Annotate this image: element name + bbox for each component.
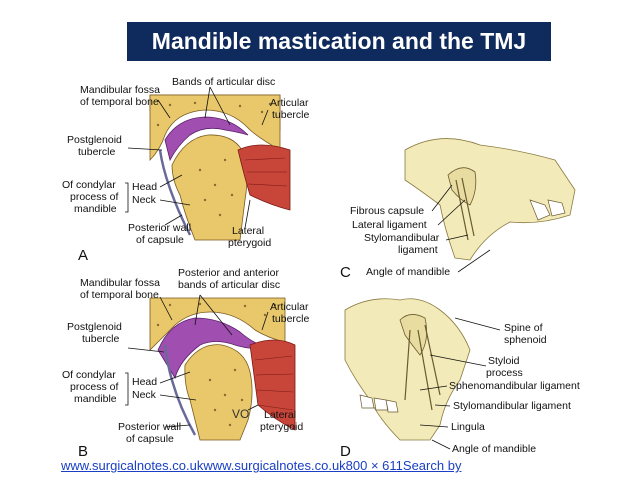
panel-a-illustration	[149, 94, 291, 241]
label-b-posterior-2: of capsule	[126, 433, 174, 445]
label-a-lateral-1: Lateral	[232, 225, 264, 237]
leader-lines	[125, 86, 501, 450]
label-c-angle: Angle of mandible	[366, 266, 450, 278]
label-a-posterior-2: of capsule	[136, 234, 184, 246]
label-b-head: Head	[132, 376, 157, 388]
panel-c-letter: C	[340, 264, 351, 281]
label-b-fossa-1: Mandibular fossa	[80, 277, 160, 289]
label-c-fibrous: Fibrous capsule	[350, 205, 424, 217]
label-c-stylo-1: Stylomandibular	[364, 232, 440, 244]
label-a-tubercle-1: Articular	[270, 97, 309, 109]
label-d-lingula: Lingula	[451, 421, 485, 433]
label-b-tubercle-2: tubercle	[272, 313, 310, 325]
label-a-condylar-3: mandible	[74, 203, 117, 215]
panel-c-illustration	[404, 138, 576, 261]
panel-d-letter: D	[340, 443, 351, 460]
label-a-lateral-2: pterygoid	[228, 237, 271, 249]
label-d-spheno: Sphenomandibular ligament	[449, 380, 580, 392]
label-b-condylar-3: mandible	[74, 393, 117, 405]
label-b-fossa-2: of temporal bone	[80, 289, 159, 301]
label-a-head: Head	[132, 181, 157, 193]
label-b-lateral-1: Lateral	[264, 409, 296, 421]
label-d-stylo: Stylomandibular ligament	[453, 400, 571, 412]
label-b-condylar-1: Of condylar	[62, 369, 116, 381]
label-c-stylo-2: ligament	[398, 244, 438, 256]
label-b-lateral-2: pterygoid	[260, 421, 303, 433]
label-d-spine-1: Spine of	[504, 322, 543, 334]
label-d-spine-2: sphenoid	[504, 334, 547, 346]
panel-a-letter: A	[78, 247, 88, 264]
label-a-postglenoid-1: Postglenoid	[67, 134, 122, 146]
label-b-bands-1: Posterior and anterior	[178, 267, 279, 279]
label-a-bands: Bands of articular disc	[172, 76, 275, 88]
label-b-neck: Neck	[132, 389, 157, 401]
panel-b-labels: Mandibular fossa of temporal bone Poster…	[62, 267, 310, 460]
panel-a-labels: Mandibular fossa of temporal bone Bands …	[62, 76, 310, 264]
label-a-posterior-1: Posterior wall	[128, 222, 191, 234]
panel-d-illustration: VO	[232, 298, 471, 441]
panel-b-illustration	[149, 297, 296, 441]
label-b-tubercle-1: Articular	[270, 301, 309, 313]
label-b-posterior-1: Posterior wall	[118, 421, 181, 433]
label-b-condylar-2: process of	[70, 381, 119, 393]
label-a-condylar-1: Of condylar	[62, 179, 116, 191]
label-d-styloid-1: Styloid	[488, 355, 520, 367]
panel-c-labels: Fibrous capsule Lateral ligament Styloma…	[340, 205, 450, 281]
label-b-postglenoid-1: Postglenoid	[67, 321, 122, 333]
source-link[interactable]: www.surgicalnotes.co.ukwww.surgicalnotes…	[61, 458, 462, 473]
label-a-tubercle-2: tubercle	[272, 109, 310, 121]
panel-b-letter: B	[78, 443, 88, 460]
label-b-postglenoid-2: tubercle	[82, 333, 120, 345]
svg-text:VO: VO	[232, 407, 249, 421]
label-b-bands-2: bands of articular disc	[178, 279, 280, 291]
panel-d-labels: Spine of sphenoid Styloid process Spheno…	[340, 322, 580, 460]
label-a-condylar-2: process of	[70, 191, 119, 203]
slide-title: Mandible mastication and the TMJ	[127, 22, 551, 61]
label-d-styloid-2: process	[486, 367, 523, 379]
label-c-lateral-ligament: Lateral ligament	[352, 219, 427, 231]
label-a-postglenoid-2: tubercle	[78, 146, 116, 158]
label-a-fossa-1: Mandibular fossa	[80, 84, 160, 96]
label-d-angle: Angle of mandible	[452, 443, 536, 455]
label-a-neck: Neck	[132, 194, 157, 206]
label-a-fossa-2: of temporal bone	[80, 96, 159, 108]
